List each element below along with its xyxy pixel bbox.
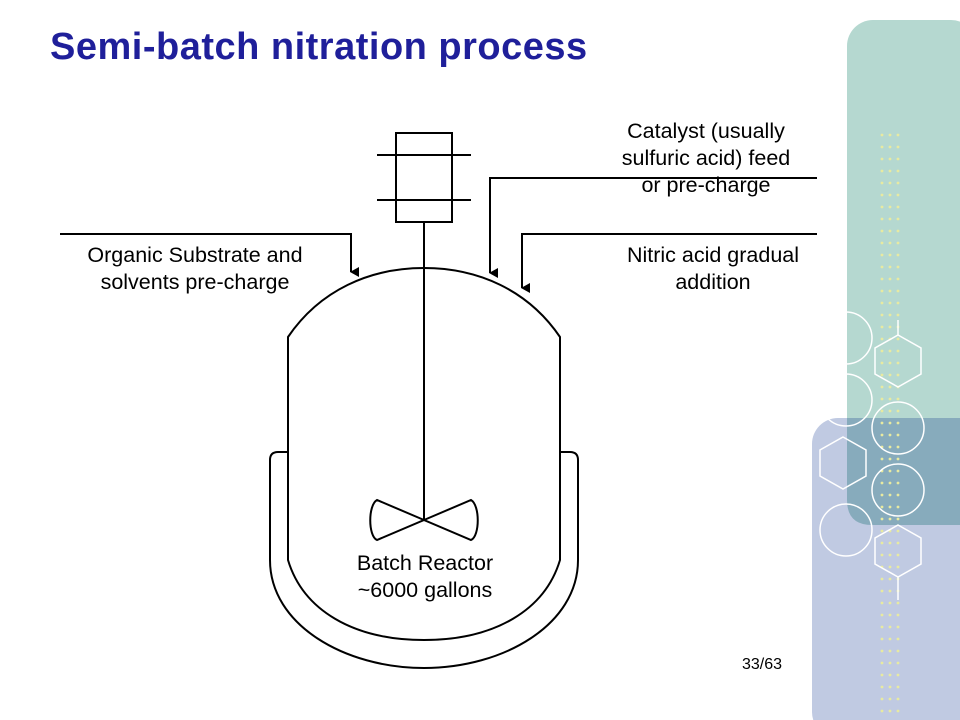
nitric-feed-line xyxy=(521,233,817,293)
catalyst-label-line-1: Catalyst (usually xyxy=(627,119,785,143)
reactor-label: Batch Reactor ~6000 gallons xyxy=(335,550,515,604)
nitric-label-line-1: Nitric acid gradual xyxy=(626,243,800,267)
organic-label: Organic Substrate and solvents pre-charg… xyxy=(62,242,328,296)
impeller xyxy=(369,498,479,542)
reactor-vessel xyxy=(287,266,561,642)
agitator-motor-box xyxy=(395,132,453,223)
dot-pattern xyxy=(880,133,900,713)
catalyst-label-line-2: sulfuric acid) feed xyxy=(621,146,791,170)
nitric-label-line-2: addition xyxy=(675,270,751,294)
catalyst-label: Catalyst (usually sulfuric acid) feed or… xyxy=(598,118,814,199)
reactor-jacket xyxy=(269,451,579,670)
teal-panel xyxy=(847,20,960,525)
slide-title: Semi-batch nitration process xyxy=(50,26,588,68)
reactor-label-line-2: ~6000 gallons xyxy=(357,578,493,602)
organic-label-line-1: Organic Substrate and xyxy=(87,243,303,267)
nitric-label: Nitric acid gradual addition xyxy=(600,242,826,296)
organic-label-line-2: solvents pre-charge xyxy=(100,270,290,294)
catalyst-label-line-3: or pre-charge xyxy=(641,173,771,197)
catalyst-feed-line xyxy=(489,177,817,278)
reactor-label-line-1: Batch Reactor xyxy=(356,551,494,575)
organic-feed-line xyxy=(60,233,359,277)
hexagon-pattern xyxy=(819,311,925,600)
page-number: 33/63 xyxy=(742,656,783,673)
